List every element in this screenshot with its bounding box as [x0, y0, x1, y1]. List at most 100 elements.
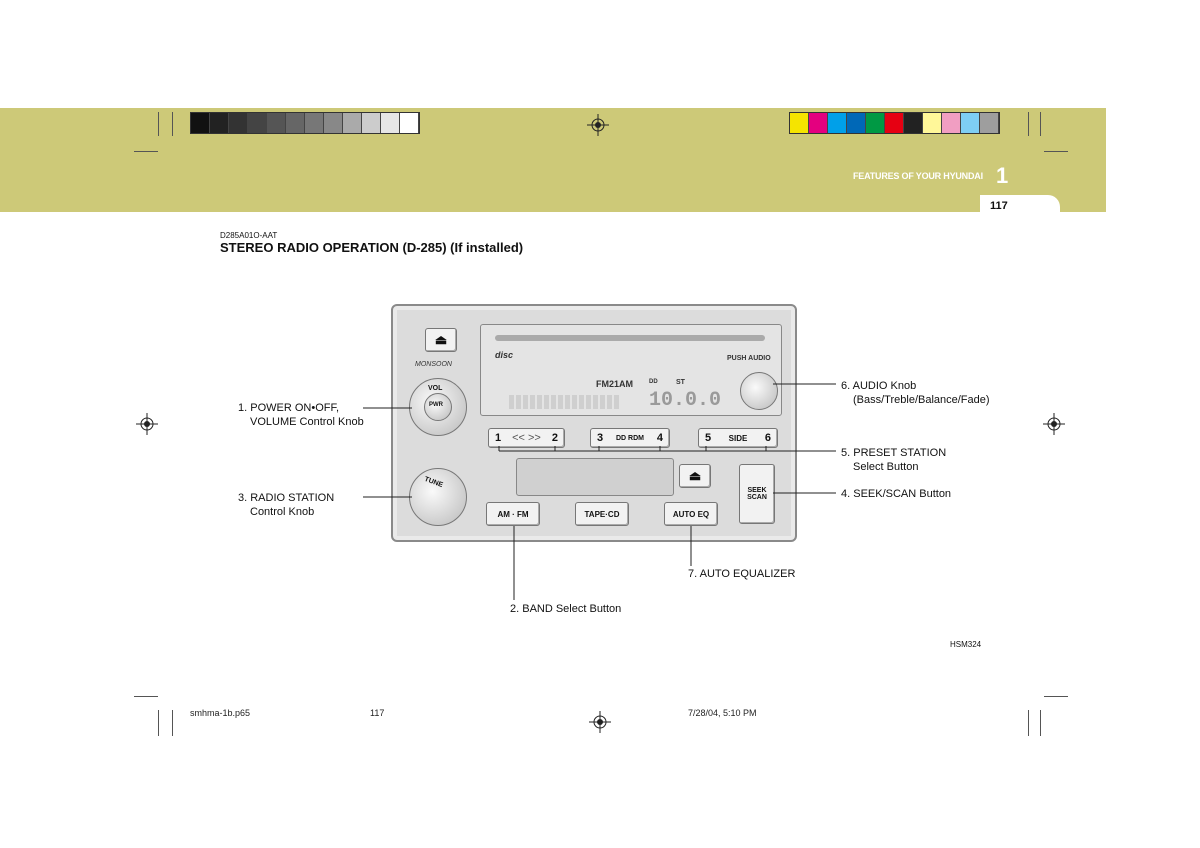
callout-1-line2: VOLUME Control Knob [250, 416, 364, 428]
color-swatch [790, 113, 809, 133]
am-fm-button[interactable]: AM · FM [486, 502, 540, 526]
color-swatch [809, 113, 828, 133]
color-swatch [885, 113, 904, 133]
tape-eject-button[interactable]: ⏏ [679, 464, 711, 488]
callout-seek-scan: 4. SEEK/SCAN Button [841, 488, 952, 500]
chapter-number: 1 [996, 163, 1009, 188]
color-swatch [828, 113, 847, 133]
audio-knob[interactable] [740, 372, 778, 410]
side-label: SIDE [728, 433, 748, 443]
gray-swatch [343, 113, 362, 133]
registration-mark-icon [1043, 413, 1065, 435]
tape-cd-button[interactable]: TAPE·CD [575, 502, 629, 526]
preset-3-label: 3 [597, 432, 604, 444]
auto-eq-button[interactable]: AUTO EQ [664, 502, 718, 526]
crop-mark [1028, 710, 1029, 736]
gray-swatch [267, 113, 286, 133]
gray-swatch [248, 113, 267, 133]
color-swatch [904, 113, 923, 133]
rew-ff-label: << >> [512, 432, 541, 444]
registration-mark-icon [589, 711, 611, 733]
crop-mark [1040, 710, 1041, 736]
scan-label: SCAN [747, 494, 767, 501]
gray-swatch [286, 113, 305, 133]
display-panel: disc PUSH AUDIO FM21AM DD ST 10.0.0 [480, 324, 782, 416]
radio-unit: ⏏ MONSOON VOL PWR TUNE disc PUSH AUDIO F… [391, 304, 797, 542]
volume-power-knob[interactable]: VOL PWR [409, 378, 467, 436]
footer-file: smhma-1b.p65 [190, 708, 251, 718]
stereo-indicator: ST [676, 379, 685, 386]
preset-3-4-button[interactable]: 3 DD RDM 4 [590, 428, 670, 448]
callout-5-line1: 5. PRESET STATION [841, 447, 947, 459]
color-swatch [961, 113, 980, 133]
crop-mark [158, 112, 159, 136]
registration-mark-icon [136, 413, 158, 435]
preset-6-label: 6 [764, 432, 771, 444]
gray-swatch [381, 113, 400, 133]
vol-label: VOL [428, 385, 443, 392]
page-number: 117 [990, 200, 1008, 212]
band-indicator: FM21AM [596, 379, 634, 389]
gray-swatch [191, 113, 210, 133]
seek-scan-button[interactable]: SEEK SCAN [739, 464, 775, 524]
section-code: D285A01O-AAT [220, 231, 278, 240]
footer-page: 117 [370, 708, 385, 718]
callout-audio-knob: 6. AUDIO Knob (Bass/Treble/Balance/Fade) [841, 379, 990, 407]
callout-6-line2: (Bass/Treble/Balance/Fade) [853, 394, 990, 406]
registration-mark-icon [587, 114, 609, 136]
color-swatch [847, 113, 866, 133]
push-audio-label: PUSH AUDIO [727, 355, 771, 362]
crop-mark [1028, 112, 1029, 136]
callout-6-line1: 6. AUDIO Knob [841, 380, 917, 392]
crop-mark [172, 710, 173, 736]
tape-slot [516, 458, 674, 496]
gray-calibration-strip [190, 112, 420, 134]
color-swatch [980, 113, 999, 133]
power-button[interactable] [424, 393, 452, 421]
disc-label: disc [495, 350, 514, 360]
preset-2-label: 2 [551, 432, 558, 444]
figure-reference: HSM324 [950, 640, 982, 649]
color-calibration-strip [789, 112, 1000, 134]
section-title: STEREO RADIO OPERATION (D-285) (If insta… [220, 240, 524, 255]
preset-5-6-button[interactable]: 5 SIDE 6 [698, 428, 778, 448]
frequency-readout: 10.0.0 [649, 389, 722, 412]
callout-radio-station: 3. RADIO STATION Control Knob [238, 491, 334, 519]
cd-eject-button[interactable]: ⏏ [425, 328, 457, 352]
footer-timestamp: 7/28/04, 5:10 PM [688, 708, 757, 718]
gray-swatch [400, 113, 419, 133]
level-bars [509, 395, 619, 409]
dd-indicator: DD [649, 379, 658, 385]
gray-swatch [362, 113, 381, 133]
callout-1-line1: 1. POWER ON•OFF, [238, 402, 340, 414]
color-swatch [942, 113, 961, 133]
callout-5-line2: Select Button [853, 461, 919, 473]
dd-rdm-label: DD RDM [616, 434, 644, 442]
crop-mark [1040, 112, 1041, 136]
preset-5-label: 5 [705, 432, 712, 444]
seek-label: SEEK [747, 487, 767, 494]
cd-slot [495, 335, 765, 341]
gray-swatch [229, 113, 248, 133]
callout-3-line1: 3. RADIO STATION [238, 492, 335, 504]
crop-mark [134, 696, 158, 697]
color-swatch [866, 113, 885, 133]
brand-logo: MONSOON [415, 361, 452, 368]
gray-swatch [305, 113, 324, 133]
crop-mark [1044, 151, 1068, 152]
color-swatch [923, 113, 942, 133]
crop-mark [1044, 696, 1068, 697]
crop-mark [172, 112, 173, 136]
tune-label: TUNE [423, 475, 444, 490]
crop-mark [158, 710, 159, 736]
preset-1-2-button[interactable]: 1 << >> 2 [488, 428, 565, 448]
callout-power-volume: 1. POWER ON•OFF, VOLUME Control Knob [238, 401, 364, 429]
callout-3-line2: Control Knob [250, 506, 315, 518]
crop-mark [134, 151, 158, 152]
tune-knob[interactable]: TUNE [409, 468, 467, 526]
callout-auto-equalizer: 7. AUTO EQUALIZER [688, 568, 796, 580]
preset-1-label: 1 [495, 432, 502, 444]
preset-4-label: 4 [656, 432, 663, 444]
callout-band-select: 2. BAND Select Button [510, 603, 622, 615]
gray-swatch [324, 113, 343, 133]
